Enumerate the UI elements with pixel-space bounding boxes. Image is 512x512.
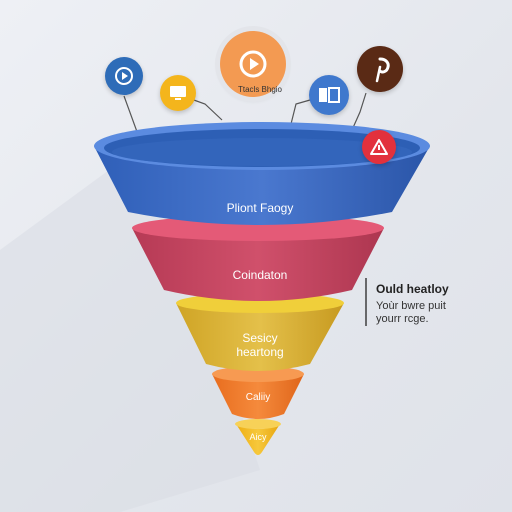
stage-4-label: Caliiy — [245, 392, 271, 403]
stage-2-shape — [132, 228, 384, 301]
play-circle-icon[interactable] — [220, 31, 286, 97]
stage-3-label-line2: heartong — [236, 345, 284, 359]
stage-3-shape — [176, 303, 344, 371]
stage-1-label: Pliont Faogy — [226, 201, 294, 215]
top-label: Ttacls Bhgio — [237, 85, 283, 94]
warning-icon[interactable] — [362, 130, 396, 164]
monitor-icon[interactable] — [160, 75, 196, 111]
side-note-title: Ould heatloy — [376, 282, 449, 296]
pinterest-icon[interactable] — [357, 46, 403, 92]
stage-3-label-line1: Sesicy — [242, 331, 278, 345]
side-note: Ould heatloy Yoùr bwre puit yourr rcge. — [376, 282, 449, 326]
video-play-icon[interactable] — [105, 57, 143, 95]
office-icon[interactable] — [309, 75, 349, 115]
side-note-line-1: Yoùr bwre puit — [376, 300, 446, 312]
stage-2-label: Coindaton — [232, 268, 288, 282]
stage-5-shape — [236, 424, 280, 455]
stage-4-shape — [212, 374, 304, 419]
stage-5-label: Aicy — [249, 432, 267, 442]
side-note-line-2: yourr rcge. — [376, 313, 429, 325]
